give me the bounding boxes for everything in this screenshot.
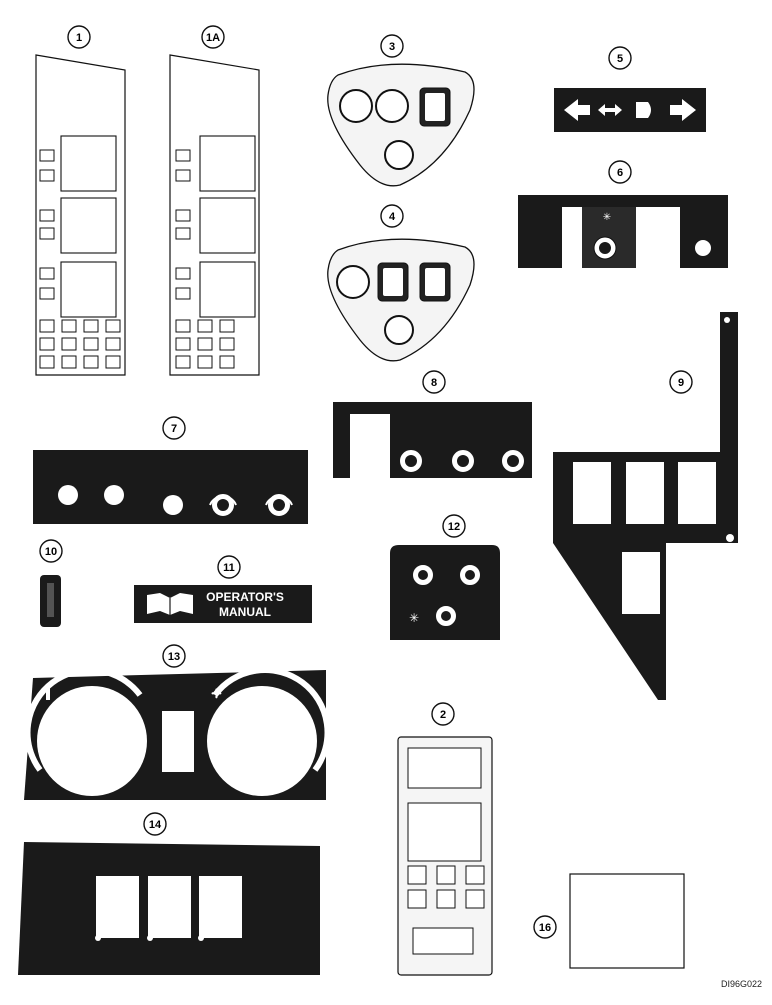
fan-icon: ✢ <box>211 687 222 702</box>
headlight-icon <box>636 102 651 118</box>
callout-6: 6 <box>608 160 632 184</box>
callout-10: 10 <box>39 539 63 563</box>
snowflake-icon: ✳ <box>603 212 611 223</box>
callout-13-label: 13 <box>168 651 180 663</box>
decal-9-switch-frame <box>553 312 738 700</box>
decal-1a-instrument-overlay <box>169 54 260 376</box>
callout-1a-label: 1A <box>206 32 220 44</box>
callout-1: 1 <box>67 25 91 49</box>
decal-3-trefoil-switch-plate <box>327 63 475 187</box>
decal-11-line1: OPERATOR'S <box>206 590 284 604</box>
decal-13-gauge-panel: ✢ <box>24 667 331 800</box>
decal-5-turn-signal-strip <box>554 88 706 132</box>
callout-13: 13 <box>162 644 186 668</box>
callout-8: 8 <box>422 370 446 394</box>
callout-1-label: 1 <box>76 32 82 44</box>
callout-8-label: 8 <box>431 377 437 389</box>
callout-14: 14 <box>143 812 167 836</box>
decal-6-heater-panel: ✳ <box>518 195 728 268</box>
callout-14-label: 14 <box>149 819 162 831</box>
hazard-icon <box>598 104 622 116</box>
callout-2-label: 2 <box>440 709 446 721</box>
decal-1-instrument-overlay <box>35 54 126 376</box>
callout-6-label: 6 <box>617 167 623 179</box>
callout-9: 9 <box>669 370 693 394</box>
callout-12: 12 <box>442 514 466 538</box>
callout-9-label: 9 <box>678 377 684 389</box>
callout-7: 7 <box>162 416 186 440</box>
decal-8-control-panel <box>333 402 532 478</box>
right-arrow-icon <box>670 99 696 121</box>
drawing-code: DI96G022 <box>721 979 762 989</box>
callout-5: 5 <box>608 46 632 70</box>
callout-16-label: 16 <box>539 922 551 934</box>
decal-16-blank-label <box>569 873 685 969</box>
callout-5-label: 5 <box>617 53 623 65</box>
decal-4-trefoil-switch-plate <box>327 238 475 362</box>
callout-4: 4 <box>380 204 404 228</box>
callout-10-label: 10 <box>45 546 57 558</box>
decal-14-switch-plate <box>18 842 320 975</box>
decal-11-line2: MANUAL <box>219 605 271 619</box>
decal-7-control-panel <box>33 450 308 524</box>
callout-7-label: 7 <box>171 423 177 435</box>
thermometer-icon <box>46 688 50 700</box>
snowflake-icon: ✳ <box>409 611 419 625</box>
decal-10-small-strip <box>40 575 61 627</box>
callout-16: 16 <box>533 915 557 939</box>
callout-4-label: 4 <box>389 211 396 223</box>
callout-11: 11 <box>217 555 241 579</box>
callout-1a: 1A <box>201 25 225 49</box>
decal-2-indicator-panel <box>397 736 493 976</box>
left-arrow-icon <box>564 99 590 121</box>
callout-3-label: 3 <box>389 41 395 53</box>
decal-12-hvac-panel: ✳ <box>390 545 500 640</box>
callout-2: 2 <box>431 702 455 726</box>
decal-11-operators-manual: OPERATOR'S MANUAL <box>134 585 312 623</box>
callout-11-label: 11 <box>223 562 235 574</box>
book-icon <box>147 593 193 615</box>
callout-3: 3 <box>380 34 404 58</box>
callout-12-label: 12 <box>448 521 460 533</box>
